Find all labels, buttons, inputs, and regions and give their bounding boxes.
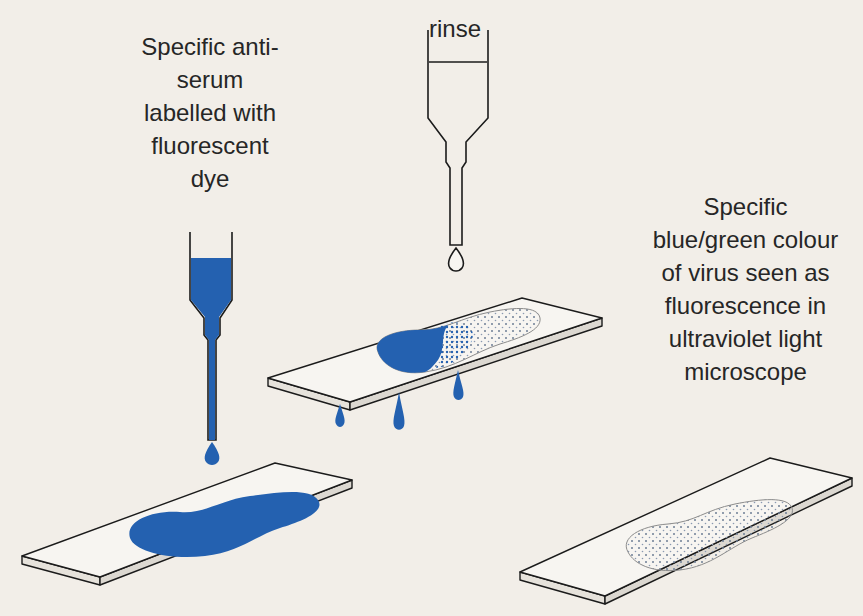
rinse-pipette xyxy=(428,30,488,271)
dye-smear xyxy=(129,492,319,557)
drips xyxy=(335,370,463,430)
slide xyxy=(22,463,352,585)
dye-pipette xyxy=(190,232,232,465)
step-label: rinse xyxy=(420,12,490,45)
slide xyxy=(268,298,602,410)
result-label: Specific blue/green colour of virus seen… xyxy=(648,190,843,388)
fluorescent-smear xyxy=(626,500,792,571)
dye-spray xyxy=(436,322,473,368)
reagent-label: Specific anti-serum labelled with fluore… xyxy=(135,30,285,195)
slide xyxy=(520,458,852,604)
virus-smear xyxy=(377,308,540,372)
